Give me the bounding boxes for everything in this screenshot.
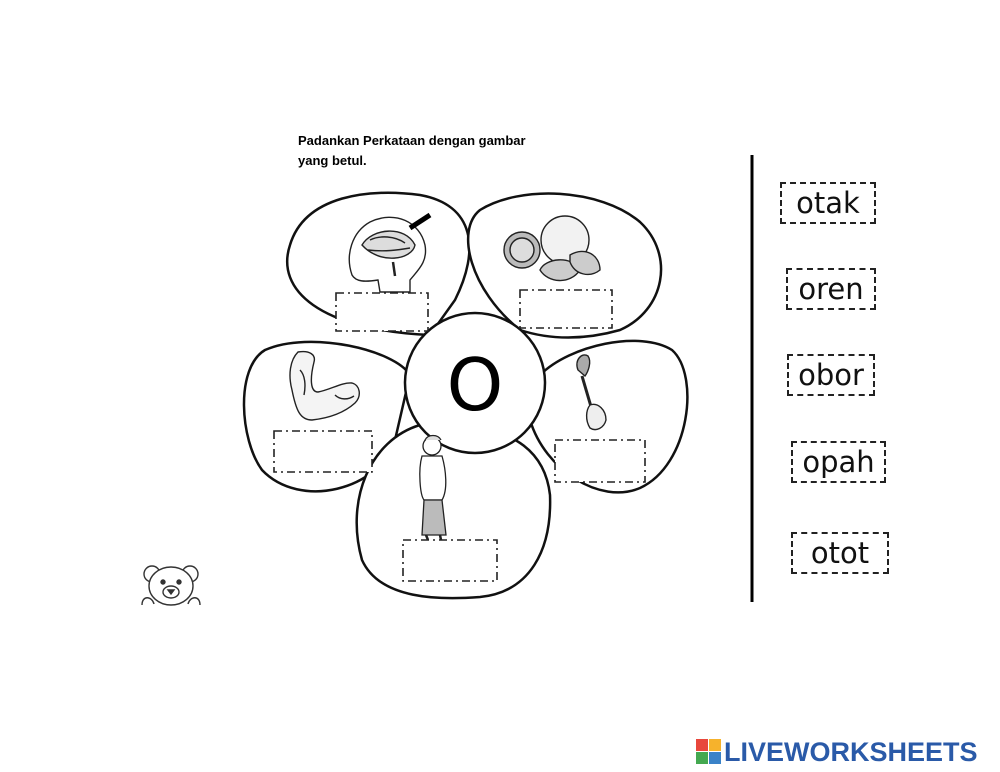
orange-fruit-icon <box>503 215 601 282</box>
center-circle <box>403 311 547 455</box>
center-letter: O <box>447 343 504 427</box>
instruction-line-2: yang betul. <box>298 153 367 168</box>
logo-text: LIVEWORKSHEETS <box>724 736 978 767</box>
instruction-text: Padankan Perkataan dengan gambar yang be… <box>298 131 598 171</box>
answer-box-arm[interactable] <box>273 430 373 473</box>
flexed-arm-icon <box>289 350 360 421</box>
word-card-otot[interactable]: otot <box>791 532 889 574</box>
word-card-otak[interactable]: otak <box>780 182 876 224</box>
liveworksheets-logo[interactable]: LIVEWORKSHEETS <box>696 737 978 767</box>
teddy-bear-icon <box>141 565 201 606</box>
old-woman-icon <box>419 434 447 541</box>
answer-box-orange[interactable] <box>519 289 613 329</box>
answer-boxes[interactable] <box>273 289 646 582</box>
logo-blocks-icon <box>696 739 721 764</box>
word-card-opah[interactable]: opah <box>791 441 886 483</box>
instruction-line-1: Padankan Perkataan dengan gambar <box>298 133 526 148</box>
brain-head-icon <box>348 212 432 293</box>
answer-box-brain[interactable] <box>335 292 429 332</box>
torch-icon <box>576 354 607 431</box>
word-card-obor[interactable]: obor <box>787 354 875 396</box>
answer-box-torch[interactable] <box>554 439 646 483</box>
word-card-oren[interactable]: oren <box>786 268 876 310</box>
answer-box-grandmother[interactable] <box>402 539 498 582</box>
